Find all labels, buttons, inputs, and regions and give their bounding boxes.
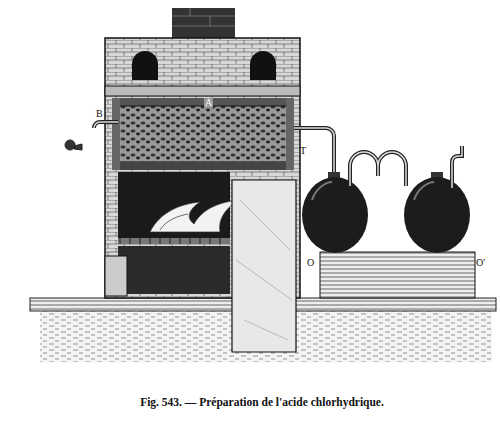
part-letter: T	[300, 146, 306, 156]
figure-caption: Fig. 543. — Préparation de l'acide chlor…	[140, 396, 384, 408]
part-letter: O	[307, 258, 314, 268]
part-letter: O'	[476, 258, 485, 268]
part-letter: A	[204, 98, 213, 108]
part-letter: B	[96, 109, 103, 119]
